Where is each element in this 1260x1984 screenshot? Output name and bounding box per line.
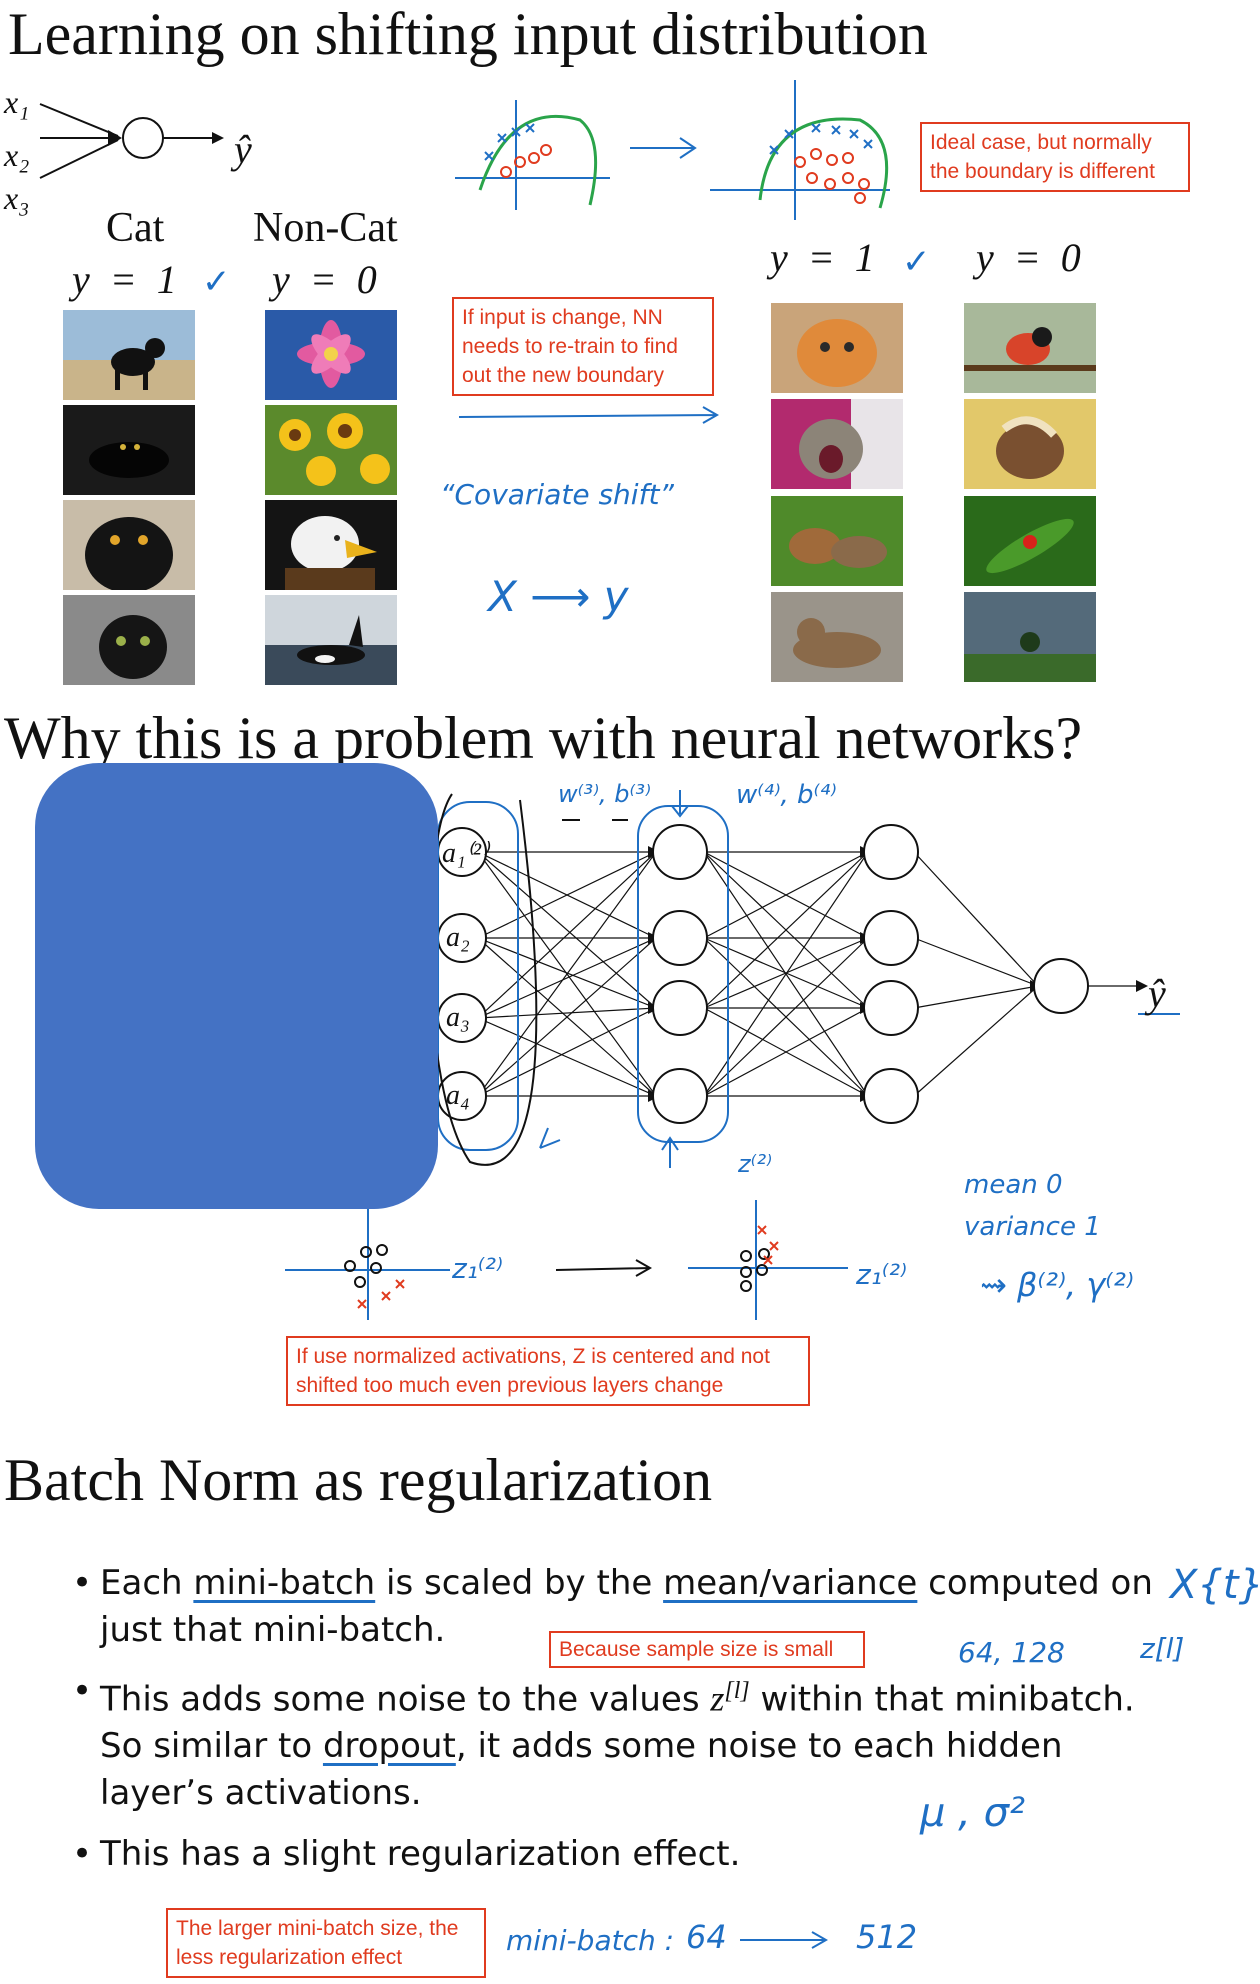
hand-beta-gamma: ⇝ β⁽²⁾, γ⁽²⁾ [980,1266,1134,1304]
right-noncat-image-1 [964,303,1096,393]
retrain-arrow [458,406,720,424]
hand-mean: mean 0 [964,1170,1063,1200]
hand-variance: variance 1 [964,1212,1101,1242]
bullet-3: This has a slight regularization effect. [72,1831,1172,1878]
cat-label: Cat [106,205,165,251]
hand-x-to-y: X ⟶ y [488,572,629,621]
right-noncat-image-4 [964,592,1096,682]
right-y1: y = 1 [770,235,875,280]
activation-a4: a₄ [446,1080,470,1111]
occluding-shape [35,763,438,1209]
hand-arrow-64-512 [740,1931,829,1949]
network-output: ŷ [1148,971,1166,1016]
right-noncat-image-2 [964,399,1096,489]
activation-a3: a₃ [446,1002,470,1033]
noncat-image-3 [265,500,397,590]
noncat-image-1 [265,310,397,400]
check-mark-right: ✓ [902,242,931,282]
hand-64: 64 [686,1918,727,1956]
section1-title: Learning on shifting input distribution [8,1,928,67]
note-ideal-case: Ideal case, but normally the boundary is… [920,122,1190,192]
noncat-image-4 [265,595,397,685]
cat-image-3 [63,500,195,590]
right-cat-image-2 [771,399,903,489]
cat-image-1 [63,310,195,400]
note-small-sample: Because sample size is small [549,1631,865,1668]
neural-network-diagram [285,790,1180,1320]
hand-w3-b3: w⁽³⁾, b⁽³⁾ [558,780,651,808]
right-noncat-image-3 [964,496,1096,586]
note-larger-batch: The larger mini-batch size, the less reg… [166,1908,486,1978]
section2-title: Why this is a problem with neural networ… [4,705,1083,771]
note-retrain: If input is change, NN needs to re-train… [452,297,714,396]
cat-image-4 [63,595,195,685]
neuron-diagram [39,103,224,179]
input-x2: x₂ [4,137,30,173]
input-x3: x₃ [4,180,30,216]
cat-y1: y = 1 [72,257,177,302]
hand-w4-b4: w⁽⁴⁾, b⁽⁴⁾ [736,780,837,810]
neuron-output: ŷ [234,127,252,172]
boundary-sketches [455,80,890,220]
note-normalized: If use normalized activations, Z is cent… [286,1336,810,1406]
section3-title: Batch Norm as regularization [4,1447,713,1513]
activation-a2: a₂ [446,922,470,953]
hand-512: 512 [856,1918,918,1956]
noncat-label: Non-Cat [253,205,398,251]
hand-z-l: z[l] [1140,1632,1185,1665]
input-x1: x₁ [4,84,30,120]
hand-mini-batch: mini-batch : [506,1924,675,1957]
right-cat-image-4 [771,592,903,682]
hand-x-t: X{t} [1170,1562,1260,1608]
bullet-list: Each mini-batch is scaled by the mean/va… [72,1560,1172,1892]
hand-z2-left: z₁⁽²⁾ [452,1252,503,1285]
activation-a1: a₁⁽²⁾ [442,838,488,869]
bullet-1: Each mini-batch is scaled by the mean/va… [72,1560,1172,1654]
check-mark: ✓ [202,262,231,302]
noncat-image-2 [265,405,397,495]
cat-image-2 [63,405,195,495]
hand-mu-sigma: μ , σ² [920,1790,1025,1836]
right-cat-image-3 [771,496,903,586]
right-y0: y = 0 [976,235,1081,280]
hand-batch-sizes: 64, 128 [958,1636,1065,1669]
noncat-y0: y = 0 [272,257,377,302]
right-cat-image-1 [771,303,903,393]
hand-covariate-shift: “Covariate shift” [440,478,674,511]
bullet-2: This adds some noise to the values z[l] … [72,1668,1172,1817]
hand-z2-right: z₁⁽²⁾ [856,1258,907,1291]
hand-z2-top: z⁽²⁾ [738,1150,773,1178]
